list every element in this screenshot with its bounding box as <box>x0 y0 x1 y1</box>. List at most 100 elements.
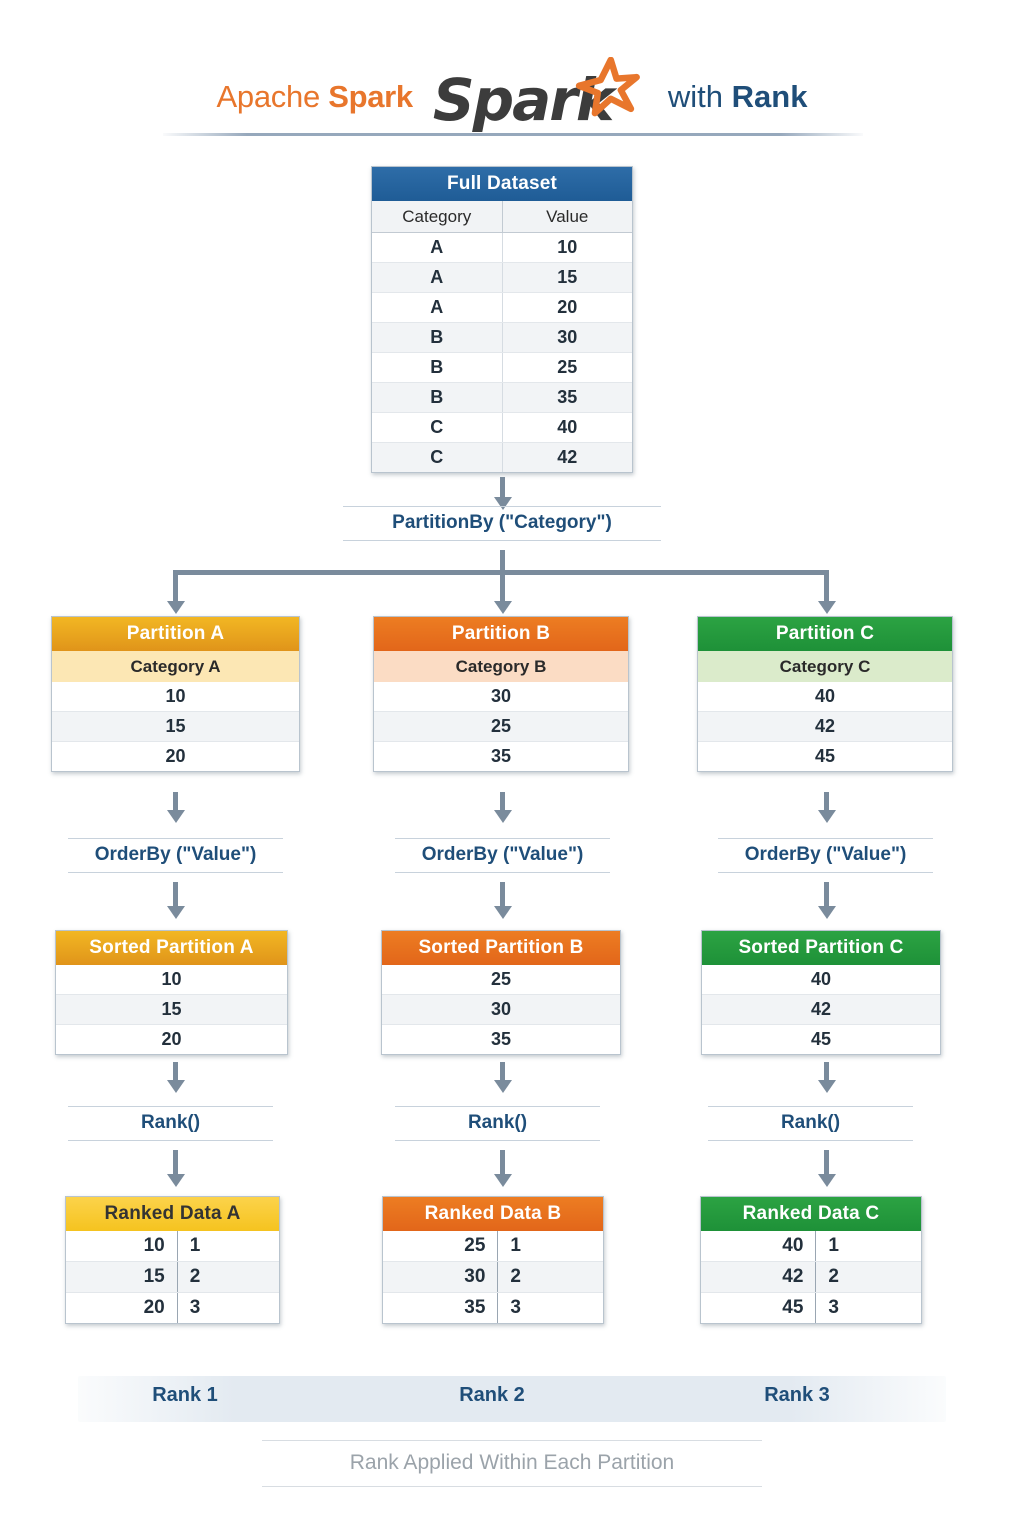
title-apache-word: Apache <box>216 79 329 114</box>
table-row: C 42 <box>372 443 632 472</box>
arrow-head-icon <box>494 810 512 823</box>
cell-rank: 3 <box>497 1293 603 1323</box>
title-spark-word: Spark <box>328 79 413 114</box>
table-row: A 15 <box>372 263 632 293</box>
cell-category: B <box>430 327 444 347</box>
cell-rank: 3 <box>176 1293 279 1323</box>
cell-value: 10 <box>165 686 186 706</box>
arrow-orderby-a-to-sorted <box>173 882 178 908</box>
spark-star-icon <box>575 57 640 117</box>
table-row: 45 3 <box>701 1293 921 1323</box>
cell-category: A <box>430 267 444 287</box>
cell-value: 10 <box>161 969 182 989</box>
ranked-data-a-title: Ranked Data A <box>66 1197 279 1231</box>
rank-text: Rank() <box>467 1112 528 1133</box>
partition-b-subhead: Category B <box>374 651 628 682</box>
partition-b-title: Partition B <box>374 617 628 651</box>
arrow-rank-c-to-ranked <box>824 1150 829 1176</box>
rank-label-b: Rank() <box>395 1106 600 1141</box>
arrow-head-icon <box>167 810 185 823</box>
arrow-sorted-b-to-rank <box>500 1062 505 1082</box>
table-row: A 10 <box>372 233 632 263</box>
cell-value: 35 <box>501 383 633 412</box>
cell-value: 20 <box>143 1297 165 1318</box>
table-row: 10 1 <box>66 1231 279 1262</box>
cell-value: 20 <box>165 746 186 766</box>
table-row: 20 3 <box>66 1293 279 1323</box>
cell-value: 35 <box>490 1029 512 1049</box>
table-row: 30 2 <box>383 1262 603 1293</box>
cell-value: 10 <box>501 233 633 262</box>
partition-c-title: Partition C <box>698 617 952 651</box>
orderby-label-c: OrderBy ("Value") <box>718 838 933 873</box>
table-row: 20 <box>52 742 299 771</box>
table-row: B 25 <box>372 353 632 383</box>
table-row: 42 2 <box>701 1262 921 1293</box>
table-row: B 35 <box>372 383 632 413</box>
table-row: C 40 <box>372 413 632 443</box>
cell-value: 45 <box>782 1297 804 1318</box>
cell-category: B <box>430 387 444 407</box>
cell-value: 45 <box>810 1029 832 1049</box>
sorted-partition-c-table: Sorted Partition C 40 42 45 <box>701 930 941 1055</box>
cell-value: 42 <box>501 443 633 472</box>
arrow-head-icon <box>818 1080 836 1093</box>
table-row: A 20 <box>372 293 632 323</box>
ranked-data-c-table: Ranked Data C 40 1 42 2 45 3 <box>700 1196 922 1324</box>
sorted-partition-a-table: Sorted Partition A 10 15 20 <box>55 930 288 1055</box>
table-row: 35 <box>374 742 628 771</box>
full-dataset-table: Full Dataset Category Value A 10 A 15 A … <box>371 166 633 473</box>
cell-value: 30 <box>464 1266 486 1287</box>
table-row: 45 <box>702 1025 940 1054</box>
table-row: 10 <box>56 965 287 995</box>
branch-drop-b <box>500 570 505 603</box>
branch-stem <box>500 550 505 572</box>
orderby-label-a: OrderBy ("Value") <box>68 838 283 873</box>
arrow-head-icon <box>494 906 512 919</box>
column-header-category: Category <box>402 207 472 226</box>
sorted-partition-b-title: Sorted Partition B <box>382 931 620 965</box>
arrow-head-icon <box>167 1174 185 1187</box>
table-row: 45 <box>698 742 952 771</box>
cell-value: 40 <box>782 1235 804 1256</box>
cell-value: 35 <box>490 746 512 766</box>
partition-a-subhead: Category A <box>52 651 299 682</box>
cell-value: 25 <box>501 353 633 382</box>
ranked-data-b-table: Ranked Data B 25 1 30 2 35 3 <box>382 1196 604 1324</box>
cell-value: 40 <box>810 969 832 989</box>
cell-value: 40 <box>501 413 633 442</box>
table-row: 25 <box>382 965 620 995</box>
cell-rank: 2 <box>815 1262 921 1292</box>
title-with-rank: with Rank <box>668 79 808 115</box>
cell-value: 42 <box>782 1266 804 1287</box>
table-row: 40 1 <box>701 1231 921 1262</box>
sorted-partition-a-title: Sorted Partition A <box>56 931 287 965</box>
partitionby-label: PartitionBy ("Category") <box>343 506 661 541</box>
full-dataset-title: Full Dataset <box>372 167 632 201</box>
cell-category: C <box>430 417 444 437</box>
arrow-sorted-a-to-rank <box>173 1062 178 1082</box>
arrow-head-icon <box>818 1174 836 1187</box>
arrow-partition-b-to-orderby <box>500 792 505 812</box>
table-row: 25 1 <box>383 1231 603 1262</box>
rank-summary-3: Rank 3 <box>764 1384 830 1406</box>
cell-value: 45 <box>814 746 836 766</box>
arrow-head-icon <box>818 810 836 823</box>
cell-rank: 1 <box>497 1231 603 1261</box>
cell-value: 15 <box>501 263 633 292</box>
table-row: 15 <box>52 712 299 742</box>
cell-rank: 3 <box>815 1293 921 1323</box>
cell-value: 30 <box>490 686 512 706</box>
cell-value: 10 <box>143 1235 165 1256</box>
partitionby-text: PartitionBy ("Category") <box>392 512 612 533</box>
spark-logo: Spark <box>433 57 648 137</box>
arrow-rank-b-to-ranked <box>500 1150 505 1176</box>
table-row: 15 2 <box>66 1262 279 1293</box>
arrow-head-icon <box>494 1080 512 1093</box>
cell-category: B <box>430 357 444 377</box>
cell-value: 30 <box>501 323 633 352</box>
column-header-value: Value <box>501 201 633 232</box>
arrow-dataset-to-partitionby <box>500 477 505 499</box>
cell-value: 20 <box>501 293 633 322</box>
spark-logo-wordmark: Spark <box>432 66 615 134</box>
